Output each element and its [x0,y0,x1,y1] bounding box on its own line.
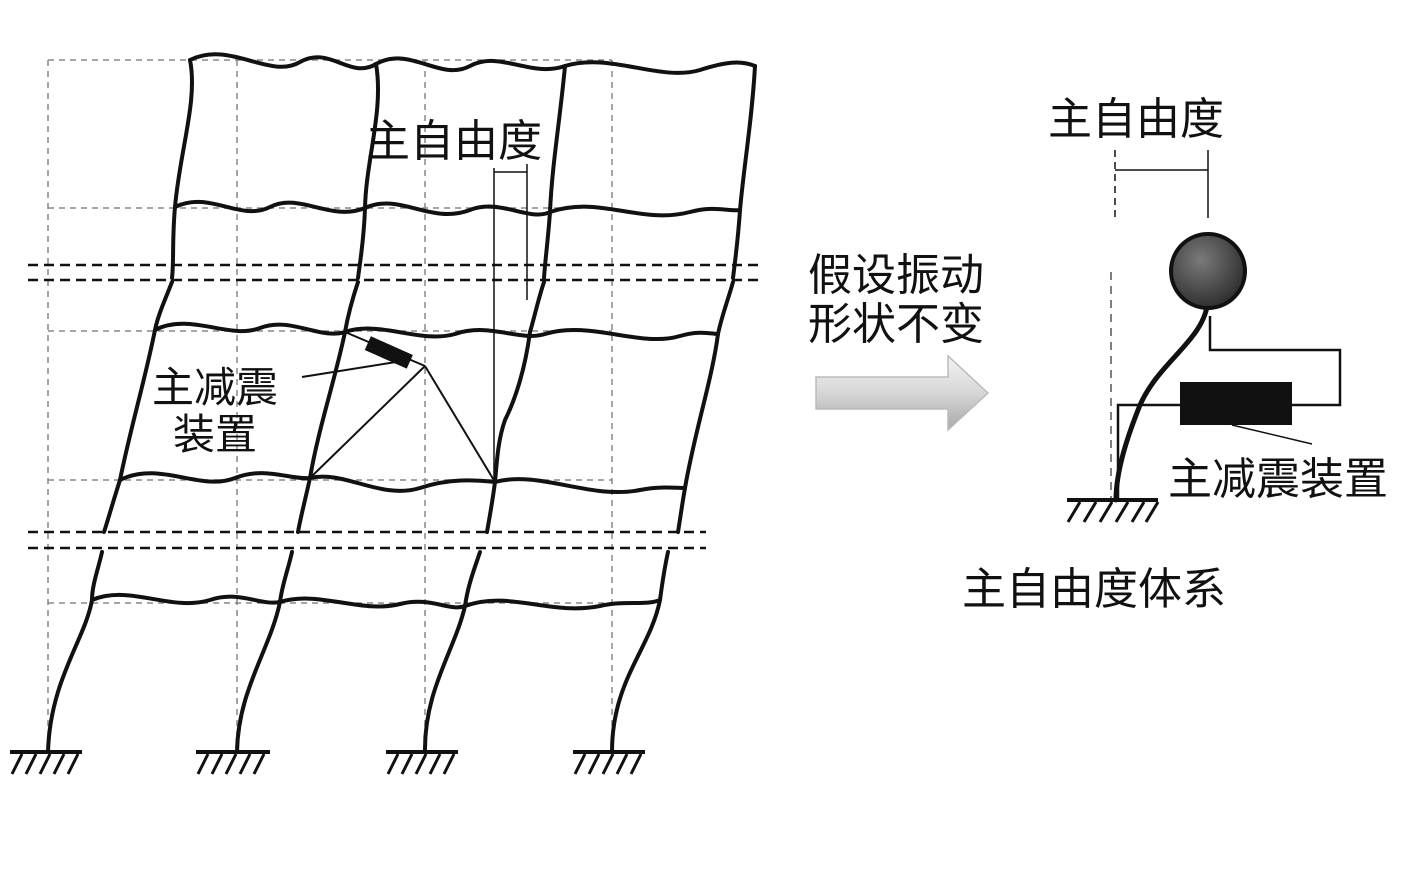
transform-caption-line2: 形状不变 [808,299,984,351]
right-dof-dimension [1114,150,1209,218]
deformed-frame [46,52,757,754]
column-upper-1 [170,58,194,280]
omission-break-lines [28,263,760,550]
transform-caption: 假设振动 形状不变 [808,251,984,350]
right-device-leader [1231,424,1313,445]
support-hatching-left [10,753,643,775]
column-upper-2 [356,62,381,280]
column-base-1 [46,550,104,754]
right-dof-label: 主自由度 [1048,94,1224,145]
right-damper-device [1180,382,1292,425]
fixed-support-right [1066,498,1160,523]
column-base-2 [235,550,294,754]
column-mid-4 [676,280,735,534]
beam-floor-upper [173,200,742,218]
column-mid-3 [485,280,546,534]
left-dof-label: 主自由度 [366,116,542,167]
column-mid-1 [102,280,174,534]
left-device-label-line2: 装置 [173,410,258,460]
left-device-label: 主减震 装置 [152,364,278,458]
left-device-label-line1: 主减震 [152,363,279,412]
beam-mid-upper [153,321,720,341]
lumped-mass [1169,232,1247,310]
beam-roof [188,52,757,75]
left-damper-device [364,336,413,369]
system-label: 主自由度体系 [962,564,1226,615]
column-base-3 [422,550,482,754]
left-dof-dimension [493,164,528,480]
damper-frame-right [1116,316,1342,498]
transform-caption-line1: 假设振动 [808,250,984,301]
right-device-label: 主减震装置 [1168,454,1388,505]
column-mid-2 [296,280,360,534]
transform-arrow [815,354,990,432]
column-upper-4 [731,64,757,280]
beam-mid-lower [118,471,687,495]
beam-first-floor [90,592,662,611]
column-upper-3 [542,64,567,280]
column-base-4 [610,550,670,754]
undeformed-grid [47,59,613,752]
